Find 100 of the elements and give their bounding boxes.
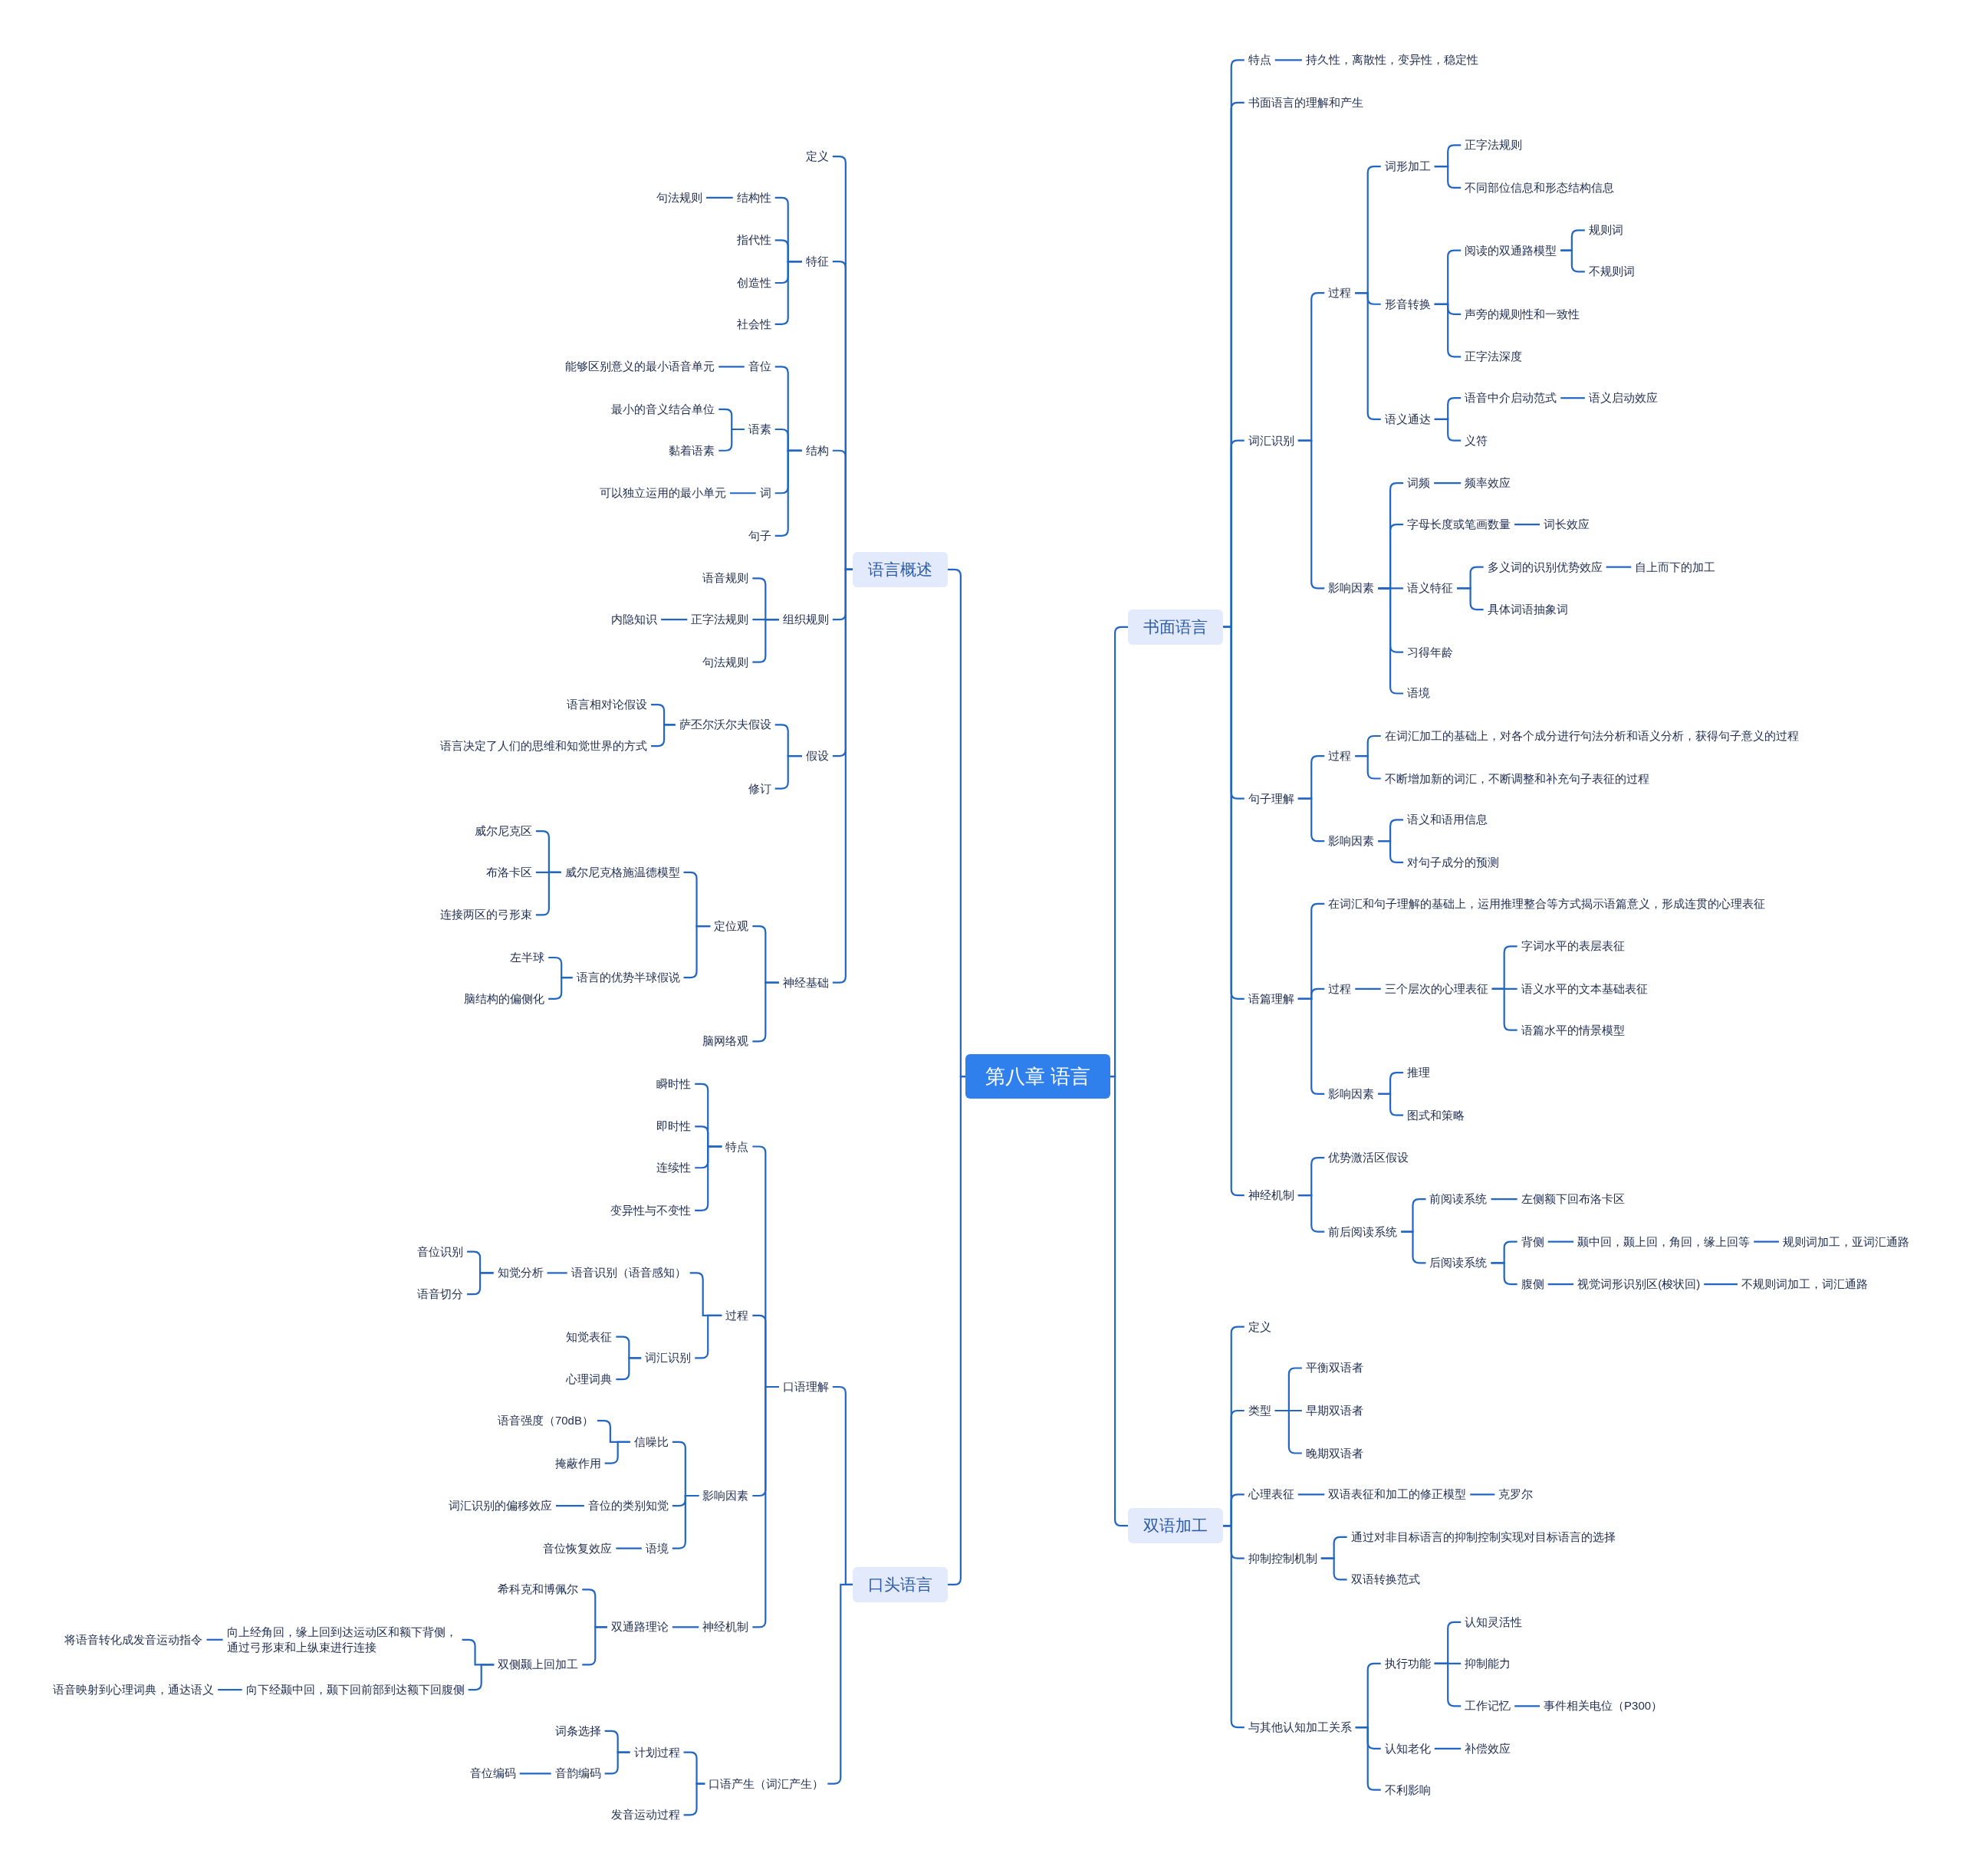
topic-text: 字词水平的表层表征 xyxy=(1521,938,1625,954)
topic-text: 书面语言的理解和产生 xyxy=(1248,94,1363,110)
topic-text: 修订 xyxy=(748,780,771,797)
connector-line xyxy=(1434,482,1462,485)
topic-text: 脑网络观 xyxy=(702,1033,749,1050)
connector-line xyxy=(1355,1726,1381,1791)
connector-line xyxy=(695,1314,722,1359)
topic-text: 规则词 xyxy=(1588,222,1623,238)
topic-text: 在词汇加工的基础上，对各个成分进行句法分析和语义分析，获得句子意义的过程 xyxy=(1384,728,1799,744)
connector-line xyxy=(774,755,802,790)
connector-line xyxy=(1401,1230,1426,1264)
topic-text: 颞中回，颞上回，角回，缘上回等 xyxy=(1577,1234,1751,1250)
connector-line xyxy=(1491,1262,1517,1286)
topic-text: 词形加工 xyxy=(1384,159,1431,175)
topic-text: 类型 xyxy=(1248,1403,1271,1418)
topic-text: 结构性 xyxy=(736,189,771,205)
connector-line xyxy=(467,1272,494,1296)
connector-line xyxy=(548,977,573,1000)
connector-line xyxy=(1274,59,1302,61)
topic-text: 音位编码 xyxy=(469,1766,516,1782)
connector-line xyxy=(1547,1283,1574,1286)
topic-text: 语篇水平的情景模型 xyxy=(1521,1022,1625,1038)
connector-line xyxy=(1320,1557,1347,1581)
topic-text: 左侧额下回布洛卡区 xyxy=(1521,1191,1625,1207)
central-topic-box: 第八章 语言 xyxy=(965,1054,1111,1099)
connector-line xyxy=(774,261,802,325)
connector-line xyxy=(1491,987,1517,1031)
topic-text: 不利影响 xyxy=(1384,1782,1431,1798)
topic-text: 计划过程 xyxy=(633,1744,680,1760)
branch-topic-box: 书面语言 xyxy=(1128,609,1224,645)
connector-line xyxy=(468,1664,495,1691)
topic-text: 即时性 xyxy=(656,1119,692,1135)
connector-line xyxy=(582,1626,607,1666)
connector-line xyxy=(672,1626,699,1628)
connector-line xyxy=(1514,1705,1540,1707)
connector-line xyxy=(1754,1240,1779,1243)
connector-line xyxy=(1110,1076,1129,1527)
topic-text: 认知灵活性 xyxy=(1465,1614,1523,1630)
topic-text: 定位观 xyxy=(714,918,749,935)
topic-text: 语境 xyxy=(1407,685,1431,701)
topic-text: 创造性 xyxy=(736,274,771,291)
connector-line xyxy=(604,1751,630,1775)
connector-line xyxy=(519,1773,551,1775)
connector-line xyxy=(752,619,779,663)
topic-text: 抑制控制机制 xyxy=(1248,1550,1317,1566)
connector-line xyxy=(1378,1092,1404,1116)
topic-text: 语言决定了人们的思维和知觉世界的方式 xyxy=(440,738,648,754)
topic-text: 词汇识别 xyxy=(645,1350,692,1366)
topic-text: 语篇理解 xyxy=(1248,991,1294,1007)
topic-text: 词条选择 xyxy=(554,1723,601,1739)
topic-text: 认知老化 xyxy=(1384,1740,1431,1756)
topic-text: 语音规则 xyxy=(702,570,749,586)
connector-line xyxy=(729,492,756,494)
topic-text: 语音识别（语音感知） xyxy=(570,1265,686,1281)
connector-line xyxy=(1434,418,1462,442)
connector-line xyxy=(556,1505,584,1507)
connector-line xyxy=(1491,1198,1517,1201)
topic-text: 优势激活区假设 xyxy=(1328,1150,1409,1166)
topic-text: 句子理解 xyxy=(1248,790,1294,807)
topic-text: 信噪比 xyxy=(633,1434,669,1450)
topic-text: 双语转换范式 xyxy=(1350,1572,1420,1588)
topic-text: 语言相对论假设 xyxy=(567,697,648,713)
topic-text: 多义词的识别优势效应 xyxy=(1487,559,1603,575)
topic-text: 结构 xyxy=(805,442,829,458)
topic-text: 发音运动过程 xyxy=(610,1807,680,1823)
topic-text: 向上经角回，缘上回到达运动区和额下背侧，通过弓形束和上纵束进行连接 xyxy=(226,1624,459,1655)
connector-line xyxy=(1470,1493,1495,1496)
topic-text: 图式和策略 xyxy=(1407,1107,1465,1123)
topic-text: 脑结构的偏侧化 xyxy=(464,991,545,1007)
topic-text: 组织规则 xyxy=(782,612,829,628)
topic-text: 瞬时性 xyxy=(656,1076,692,1092)
topic-text: 神经机制 xyxy=(1248,1188,1294,1204)
connector-line xyxy=(774,449,802,537)
topic-text: 执行功能 xyxy=(1384,1655,1431,1671)
connector-line xyxy=(604,1441,630,1464)
topic-text: 词长效应 xyxy=(1544,517,1590,533)
topic-text: 前后阅读系统 xyxy=(1328,1224,1398,1240)
topic-text: 不断增加新的词汇，不断调整和补充句子表征的过程 xyxy=(1384,770,1649,787)
topic-text: 语义水平的文本基础表征 xyxy=(1521,981,1648,997)
connector-line xyxy=(1434,1747,1462,1750)
connector-line xyxy=(1297,1194,1325,1233)
connector-line xyxy=(1355,755,1381,780)
topic-text: 正字法规则 xyxy=(1465,137,1523,153)
topic-text: 双侧颞上回加工 xyxy=(498,1657,579,1673)
connector-line xyxy=(1274,1409,1302,1454)
topic-text: 晚期双语者 xyxy=(1305,1445,1363,1461)
topic-text: 腹侧 xyxy=(1521,1276,1544,1293)
topic-text: 背侧 xyxy=(1521,1234,1544,1250)
topic-text: 影响因素 xyxy=(702,1488,749,1503)
topic-text: 萨丕尔沃尔夫假设 xyxy=(679,717,771,733)
topic-text: 克罗尔 xyxy=(1498,1487,1534,1503)
topic-text: 后阅读系统 xyxy=(1429,1255,1488,1271)
topic-text: 语音中介启动范式 xyxy=(1465,390,1557,406)
topic-text: 语音映射到心理词典，通达语义 xyxy=(53,1682,215,1698)
topic-text: 通过对非目标语言的抑制控制实现对目标语言的选择 xyxy=(1350,1529,1616,1545)
topic-text: 声旁的规则性和一致性 xyxy=(1465,306,1580,322)
topic-text: 句法规则 xyxy=(656,189,702,205)
topic-text: 向下经颞中回，颞下回前部到达额下回腹侧 xyxy=(245,1682,465,1698)
topic-text: 词汇识别 xyxy=(1248,432,1294,448)
topic-text: 语义启动效应 xyxy=(1588,390,1658,406)
